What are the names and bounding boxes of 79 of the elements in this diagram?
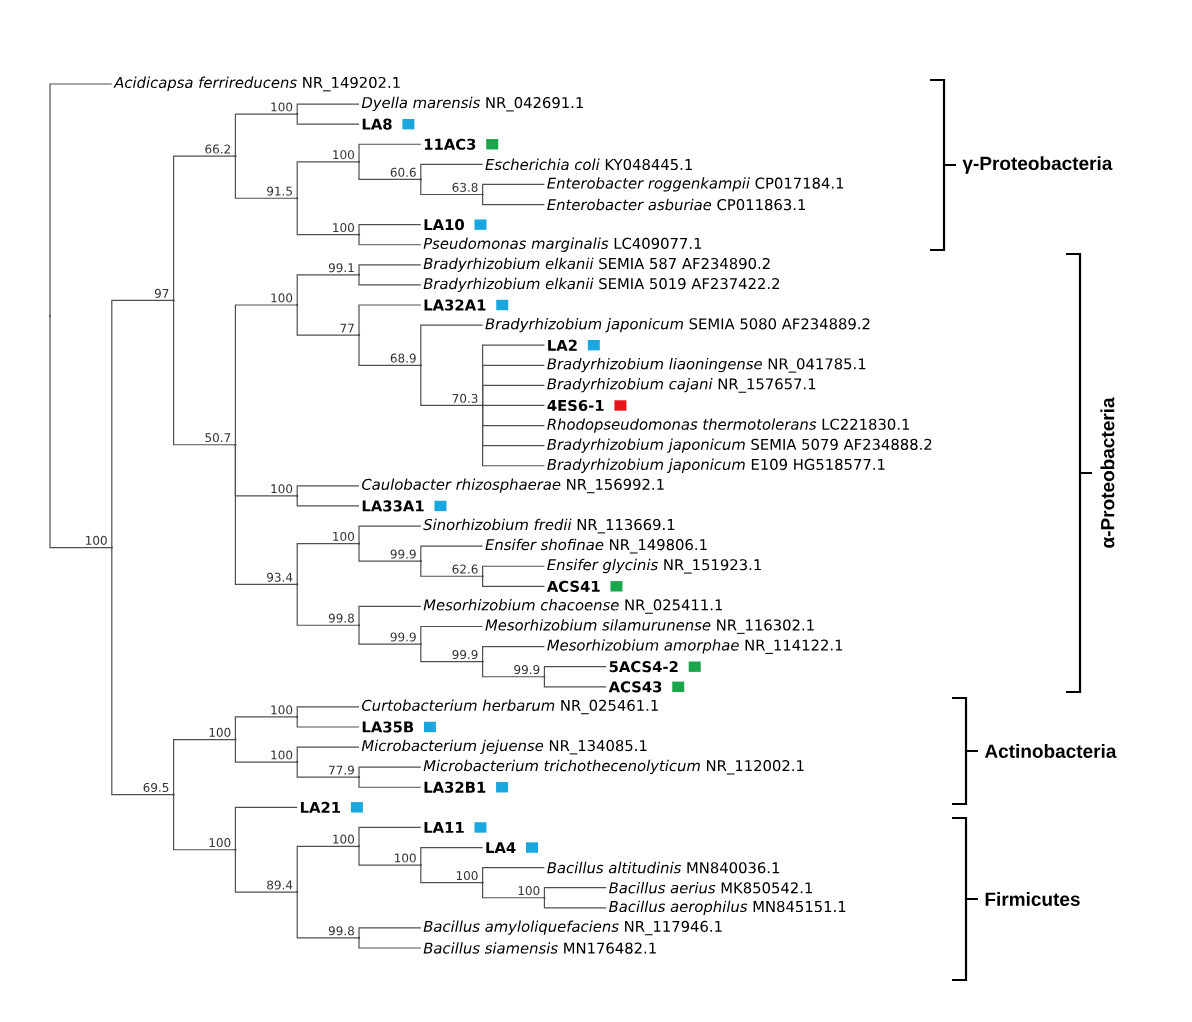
branch-line (482, 661, 545, 678)
branch-line (49, 83, 113, 317)
branch-line (296, 746, 360, 763)
branch-line (234, 849, 298, 893)
branch-line (482, 384, 545, 407)
branch-line (296, 485, 360, 497)
branch-line (358, 234, 422, 246)
branch-line (482, 575, 545, 587)
branch-line (234, 806, 298, 851)
branch-line (173, 738, 236, 796)
branch-line (420, 324, 484, 366)
branch-line (234, 444, 298, 586)
branch-line (543, 897, 607, 909)
branch-line (420, 560, 484, 577)
branch-line (358, 624, 422, 645)
branch-line (173, 299, 236, 446)
branch-line (296, 706, 360, 718)
branch-line (173, 794, 236, 851)
branch-line (49, 315, 113, 549)
branch-line (296, 716, 360, 728)
branch-line (234, 304, 298, 446)
branch-line (234, 155, 298, 199)
branch-line (543, 887, 607, 899)
branch-line (358, 937, 422, 949)
branch-line (358, 161, 422, 181)
branch-line (234, 716, 298, 741)
branch-line (358, 776, 422, 788)
branch-line (296, 304, 360, 336)
branch-line (296, 543, 360, 586)
branch-line (296, 761, 360, 778)
branch-line (420, 846, 484, 866)
branch-line (358, 274, 422, 286)
branch-line (358, 766, 422, 778)
branch-line (358, 826, 422, 847)
branch-line (358, 543, 422, 562)
branch-line (111, 546, 175, 796)
branch-line (173, 155, 236, 302)
branch-line (296, 274, 360, 306)
branch-line (543, 676, 607, 688)
branch-line (111, 299, 175, 549)
branch-line (482, 183, 545, 196)
branch-line (420, 545, 484, 562)
branch-line (482, 404, 545, 467)
branch-line (358, 224, 422, 236)
branch-line (358, 927, 422, 939)
branch-line (358, 143, 422, 163)
branch-line (482, 404, 545, 407)
branch-line (234, 738, 298, 763)
group-label: α-Proteobacteria (1100, 397, 1115, 548)
branch-line (296, 583, 360, 626)
branch-line (420, 625, 484, 645)
group-label: γ-Proteobacteria (962, 156, 1113, 174)
branch-line (482, 646, 545, 663)
branch-line (234, 113, 298, 157)
branch-line (358, 304, 422, 336)
branch-line (482, 565, 545, 577)
branch-line (358, 845, 422, 866)
group-label: Firmicutes (985, 892, 1080, 906)
branch-line (543, 666, 607, 678)
branch-line (358, 605, 422, 626)
branch-line (358, 525, 422, 545)
branch-line (420, 364, 484, 407)
branch-line (482, 193, 545, 206)
branch-line (358, 334, 422, 366)
group-label: Actinobacteria (984, 744, 1117, 758)
branch-line (420, 178, 484, 196)
branch-line (482, 882, 545, 899)
branch-line (482, 867, 545, 884)
branch-line (420, 163, 484, 181)
branch-line (296, 197, 360, 236)
branch-line (296, 845, 360, 893)
branch-line (296, 495, 360, 507)
branch-line (296, 113, 360, 125)
branch-line (296, 891, 360, 939)
branch-line (296, 161, 360, 199)
branch-line (420, 643, 484, 663)
branch-line (296, 103, 360, 115)
branch-line (358, 264, 422, 276)
branch-line (420, 864, 484, 884)
